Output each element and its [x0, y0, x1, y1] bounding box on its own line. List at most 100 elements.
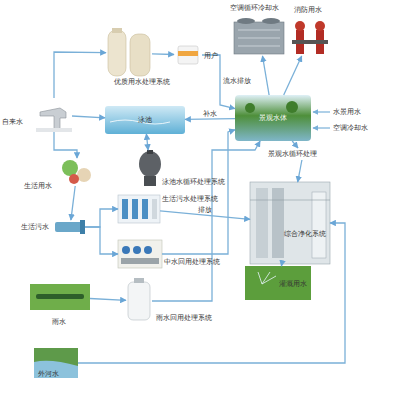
softener-tanks — [108, 28, 150, 76]
tap-part — [36, 128, 72, 132]
node-label: 灌溉用水 — [279, 280, 307, 288]
component-node: 景观水体 — [235, 95, 311, 141]
lake-outlets — [313, 112, 330, 128]
node-label: 生活用水 — [24, 182, 52, 190]
reclaimed-plant-part — [144, 246, 152, 254]
node-label: 综合净化系统 — [284, 230, 326, 238]
edge-label: 排放 — [198, 206, 212, 214]
component-node: 生活污水 — [55, 220, 85, 234]
flow-arrow — [292, 141, 298, 148]
flow-arrow — [78, 223, 345, 363]
component-node: 外河水 — [34, 348, 78, 378]
daily-use-icon-part — [77, 168, 91, 182]
node-label: 雨水回用处理系统 — [156, 314, 212, 322]
node-label: 自来水 — [2, 118, 23, 126]
flow-arrow — [162, 130, 235, 254]
component-node: 雨水回用处理系统 — [126, 282, 152, 320]
lake — [235, 95, 311, 141]
lake-part — [245, 103, 255, 113]
irrigation-lawn — [245, 266, 311, 300]
sand-filter — [139, 150, 161, 186]
user-cup — [178, 46, 198, 64]
river-scene — [34, 348, 78, 378]
reclaimed-plant-part — [121, 258, 159, 264]
irrigation-lawn-part — [258, 272, 276, 284]
node-label: 泳池水循环处理系统 — [162, 178, 225, 186]
sewage-plant-part — [118, 195, 160, 223]
node-label: 生活污水 — [21, 223, 49, 231]
node-label: 优质用水处理系统 — [114, 78, 170, 86]
flow-arrow — [146, 134, 148, 150]
flow-arrow — [152, 53, 174, 55]
flow-arrow — [71, 186, 75, 220]
daily-use-icon-part — [62, 160, 78, 176]
rain-tank-part — [134, 278, 144, 283]
sewage-pipe — [55, 220, 85, 234]
purification-plant-part — [250, 182, 330, 264]
flow-arrow — [284, 56, 302, 95]
sewage-plant-part — [152, 199, 157, 219]
purification-plant — [250, 182, 330, 264]
lake-part — [286, 101, 298, 113]
flow-arrow — [54, 132, 77, 158]
river-scene-part — [34, 361, 78, 378]
node-label: 泳池 — [138, 116, 152, 124]
cooling-tower-part — [238, 38, 280, 39]
pool — [105, 106, 185, 134]
component-node: 自来水 — [36, 98, 72, 132]
lake-outlets-part — [313, 127, 330, 128]
rain-scene-part — [36, 294, 84, 299]
user-cup-part — [178, 51, 198, 56]
sand-filter-part — [147, 150, 153, 154]
component-node: 泳池 — [105, 106, 185, 134]
component-node: 生活污水处理系统 — [118, 195, 160, 223]
node-label: 景观水体 — [259, 114, 287, 122]
sewage-plant-part — [142, 199, 148, 219]
node-label: 外河水 — [38, 370, 59, 378]
sewage-plant-part — [132, 199, 138, 219]
outlet-label: 空调冷却水 — [333, 124, 368, 132]
flow-arrow — [72, 116, 105, 118]
fire-valves-part — [292, 40, 328, 44]
component-node: 生活用水 — [58, 158, 96, 186]
component-node: 中水回用处理系统 — [118, 240, 162, 268]
purification-plant-part — [312, 192, 326, 258]
node-label: 生活污水处理系统 — [162, 195, 218, 203]
flow-arrow — [54, 52, 106, 98]
flow-arrow — [90, 299, 126, 301]
component-node: 空调循环冷却水 — [232, 14, 286, 56]
purification-plant-part — [272, 188, 284, 258]
node-label: 空调循环冷却水 — [230, 4, 279, 12]
sewage-plant-part — [122, 199, 128, 219]
lake-outlets-part — [313, 111, 330, 112]
component-node: 雨水 — [30, 284, 90, 310]
rain-scene — [30, 284, 90, 310]
flow-arrow — [281, 264, 283, 266]
cooling-tower-part — [238, 30, 280, 31]
reclaimed-plant-part — [133, 246, 141, 254]
flow-arrow — [152, 141, 260, 301]
softener-tanks-part — [108, 30, 126, 76]
river-scene-part — [34, 348, 78, 378]
flow-arrow — [85, 227, 118, 254]
pool-part — [105, 106, 185, 134]
cooling-tower-part — [238, 46, 280, 47]
cooling-tower-part — [237, 18, 255, 24]
user-cup-part — [178, 46, 198, 64]
flow-arrow — [298, 160, 302, 182]
edge-label: 流水排放 — [223, 77, 251, 85]
node-label: 雨水 — [52, 318, 66, 326]
sewage-plant — [118, 195, 160, 223]
tap — [36, 108, 72, 132]
edge-label: 补水 — [203, 110, 217, 118]
daily-use-icon-part — [69, 174, 79, 184]
component-node: 优质用水处理系统 — [106, 28, 152, 78]
softener-tanks-part — [130, 34, 150, 76]
reclaimed-plant — [118, 240, 162, 268]
component-node: 景观水循环处理 — [268, 148, 338, 160]
node-label: 消防用水 — [294, 6, 322, 14]
rain-tank-part — [128, 282, 150, 320]
fire-valves-part — [315, 21, 325, 31]
component-node: 综合净化系统 — [250, 182, 330, 264]
